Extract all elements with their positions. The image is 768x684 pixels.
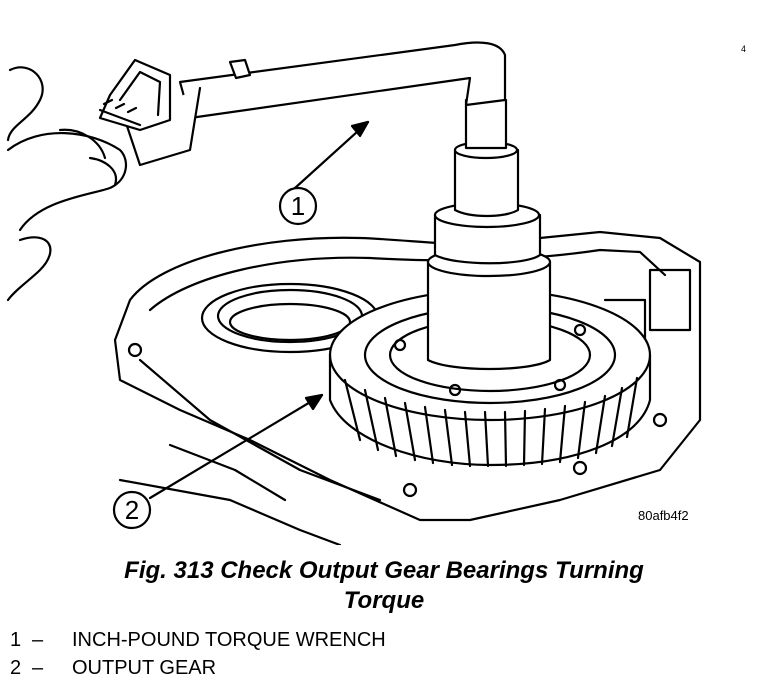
legend-item: 2 – OUTPUT GEAR [10,654,386,682]
legend-dash: – [32,629,44,651]
parts-legend: 1 – INCH-POUND TORQUE WRENCH 2 – OUTPUT … [10,626,386,682]
legend-text: OUTPUT GEAR [72,657,217,679]
callout-number-1: 1 [291,191,305,221]
caption-line-2: Torque [343,587,425,614]
callout-number-2: 2 [125,495,139,525]
callout-arrow-1 [293,120,370,190]
legend-dash: – [32,657,44,679]
figure-caption: Fig. 313 Check Output Gear Bearings Turn… [0,556,768,616]
figure-reference-code: 80afb4f2 [638,508,689,523]
legend-number: 2 [10,657,22,679]
caption-line-1: Fig. 313 Check Output Gear Bearings Turn… [124,557,644,584]
legend-item: 1 – INCH-POUND TORQUE WRENCH [10,626,386,654]
callout-circle-2 [112,490,152,530]
technical-illustration: 1 2 80afb4f2 4 [6,41,746,545]
corner-mark: 4 [741,44,746,54]
shaft-adapter [426,98,552,371]
legend-text: INCH-POUND TORQUE WRENCH [72,629,386,651]
callout-arrow-2 [148,393,324,500]
callout-circle-1 [278,186,318,226]
torque-wrench [98,41,507,167]
hand [6,66,128,302]
transmission-case [113,230,702,545]
legend-number: 1 [10,629,22,651]
